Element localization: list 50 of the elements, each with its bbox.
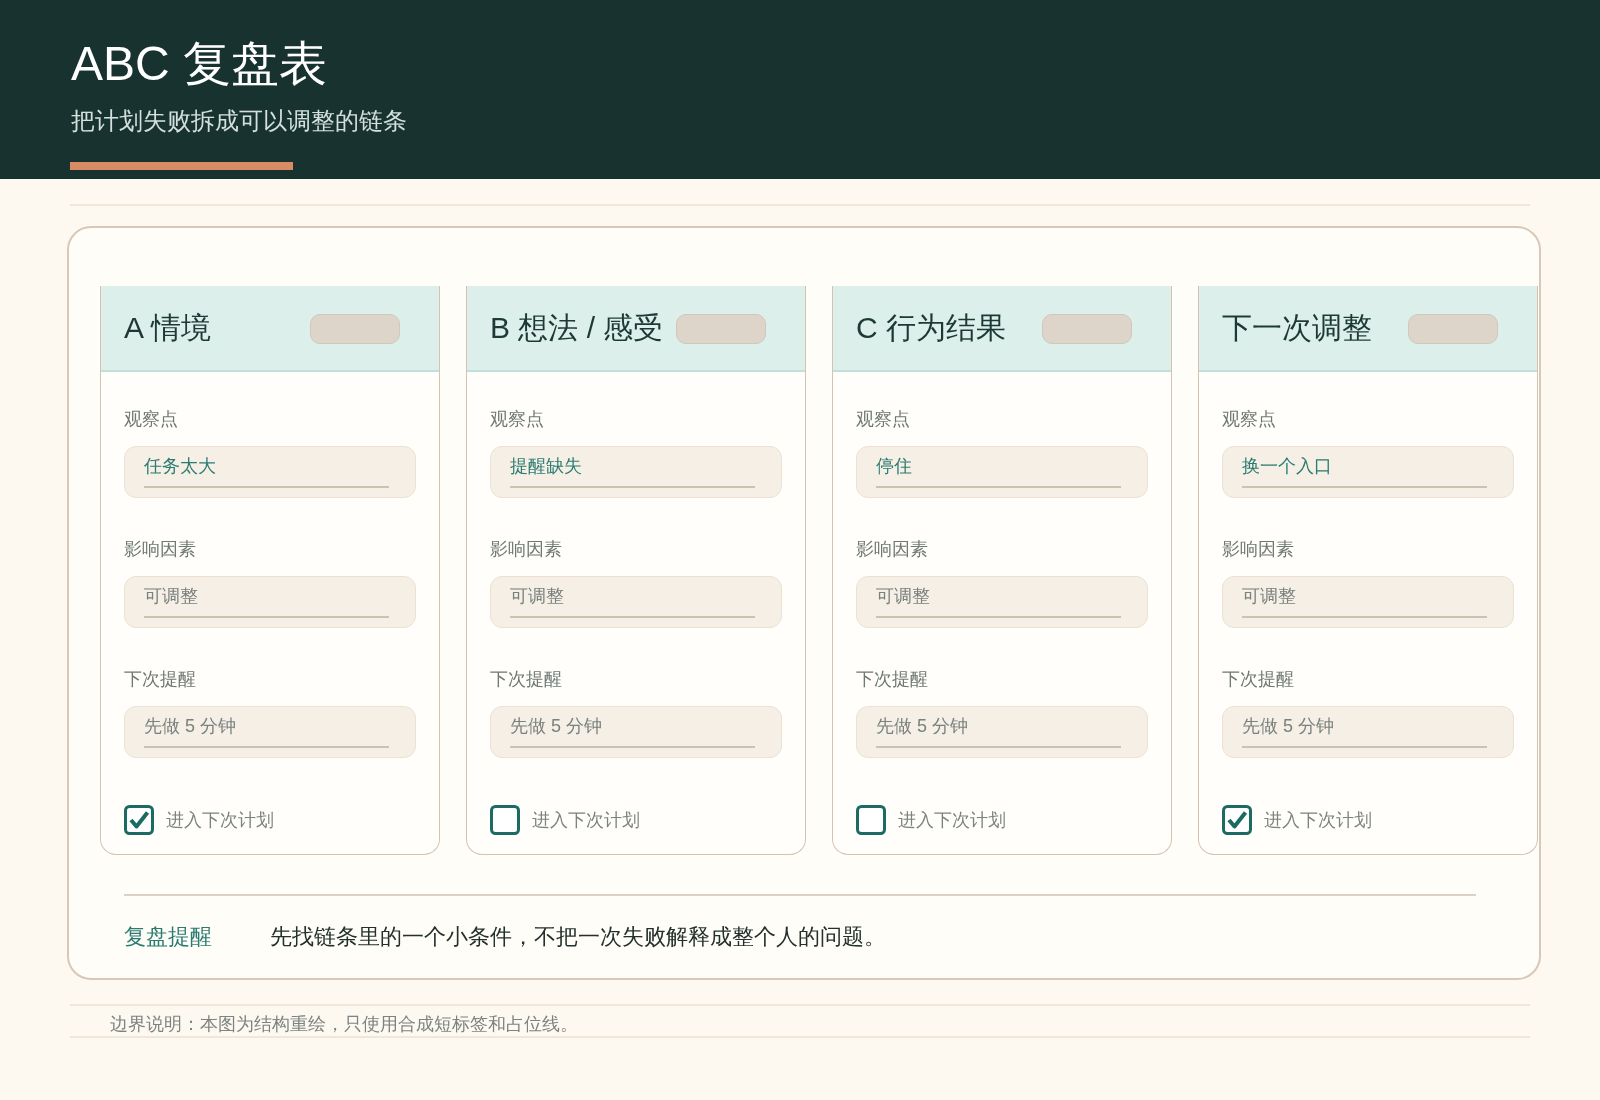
empty-tag bbox=[1408, 314, 1498, 344]
empty-tag bbox=[676, 314, 766, 344]
checked-checkbox-icon bbox=[1222, 805, 1252, 835]
column-title: 下一次调整 bbox=[1222, 310, 1372, 346]
text-field: 停住 bbox=[856, 446, 1148, 498]
column-card bbox=[1198, 286, 1538, 855]
field-label: 下次提醒 bbox=[1222, 668, 1294, 690]
field-label: 下次提醒 bbox=[490, 668, 562, 690]
page-title: ABC 复盘表 bbox=[71, 36, 328, 92]
column-title: B 想法 / 感受 bbox=[490, 310, 664, 346]
column-title: C 行为结果 bbox=[856, 310, 1006, 346]
field-label: 下次提醒 bbox=[856, 668, 928, 690]
subtitle: 把计划失败拆成可以调整的链条 bbox=[71, 106, 407, 136]
field-label: 观察点 bbox=[490, 408, 544, 430]
column-card bbox=[832, 286, 1172, 855]
checkbox-label: 进入下次计划 bbox=[166, 809, 274, 832]
field-label: 影响因素 bbox=[124, 538, 196, 560]
checked-checkbox-icon bbox=[124, 805, 154, 835]
text-field: 可调整 bbox=[856, 576, 1148, 628]
field-label: 观察点 bbox=[124, 408, 178, 430]
checkbox-icon bbox=[490, 805, 520, 835]
reminder-text: 先找链条里的一个小条件，不把一次失败解释成整个人的问题。 bbox=[270, 923, 886, 951]
text-field: 先做 5 分钟 bbox=[124, 706, 416, 758]
column-card bbox=[466, 286, 806, 855]
field-label: 观察点 bbox=[1222, 408, 1276, 430]
text-field: 换一个入口 bbox=[1222, 446, 1514, 498]
column-title: A 情境 bbox=[124, 310, 211, 346]
checkbox-label: 进入下次计划 bbox=[898, 809, 1006, 832]
text-field: 可调整 bbox=[490, 576, 782, 628]
reminder-label: 复盘提醒 bbox=[124, 923, 212, 951]
field-label: 下次提醒 bbox=[124, 668, 196, 690]
empty-tag bbox=[1042, 314, 1132, 344]
footnote: 边界说明：本图为结构重绘，只使用合成短标签和占位线。 bbox=[110, 1013, 578, 1036]
text-field: 先做 5 分钟 bbox=[1222, 706, 1514, 758]
field-label: 影响因素 bbox=[1222, 538, 1294, 560]
checkbox-label: 进入下次计划 bbox=[532, 809, 640, 832]
text-field: 可调整 bbox=[124, 576, 416, 628]
text-field: 可调整 bbox=[1222, 576, 1514, 628]
column-card bbox=[100, 286, 440, 855]
field-label: 影响因素 bbox=[856, 538, 928, 560]
empty-tag bbox=[310, 314, 400, 344]
text-field: 先做 5 分钟 bbox=[490, 706, 782, 758]
text-field: 任务太大 bbox=[124, 446, 416, 498]
checkbox-label: 进入下次计划 bbox=[1264, 809, 1372, 832]
text-field: 先做 5 分钟 bbox=[856, 706, 1148, 758]
checkbox-icon bbox=[856, 805, 886, 835]
field-label: 影响因素 bbox=[490, 538, 562, 560]
text-field: 提醒缺失 bbox=[490, 446, 782, 498]
review-panel bbox=[67, 226, 1541, 980]
field-label: 观察点 bbox=[856, 408, 910, 430]
